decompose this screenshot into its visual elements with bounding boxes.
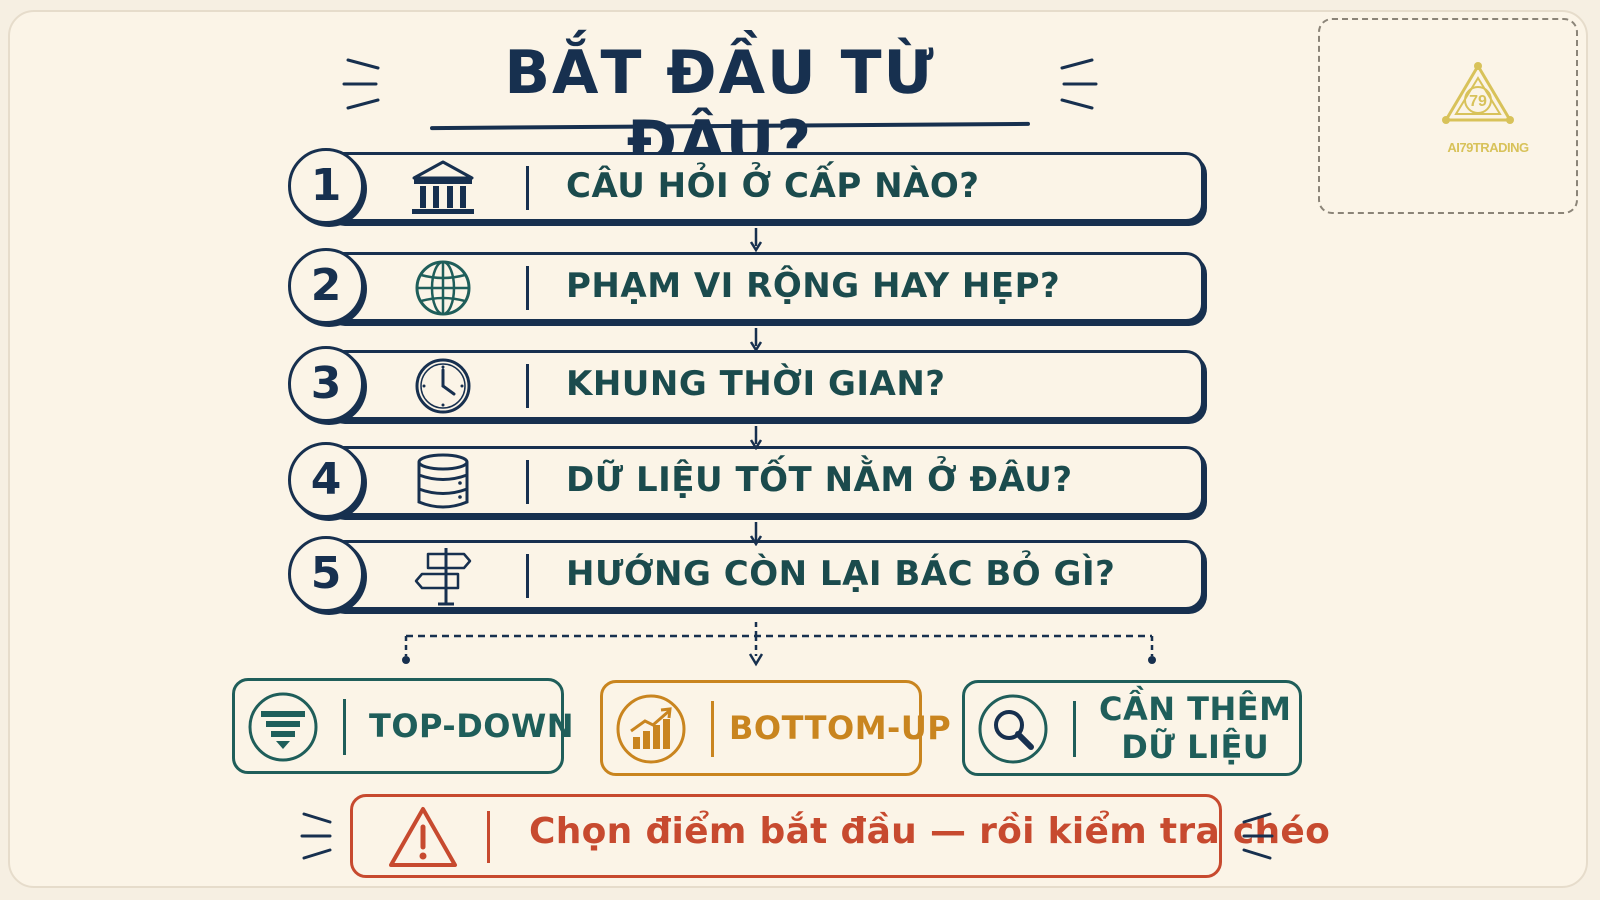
step-5: 5 HƯỚNG CÒN LẠI BÁC BỎ GÌ? (288, 536, 1208, 614)
warning-box: Chọn điểm bắt đầu — rồi kiểm tra chéo (350, 794, 1330, 878)
logo-mark-icon: 79 (1442, 62, 1514, 124)
arrow-down-icon (749, 522, 763, 546)
step-separator (526, 266, 529, 310)
step-separator (526, 166, 529, 210)
step-bar (324, 540, 1204, 610)
logo-box: 79 (1318, 18, 1578, 214)
bank-icon (412, 160, 474, 214)
outcome-separator (1073, 701, 1076, 757)
step-2: 2 PHẠM VI RỘNG HAY HẸP? (288, 248, 1208, 326)
title-area: BẮT ĐẦU TỪ ĐÂU? (342, 28, 1100, 178)
magnifier-icon (978, 694, 1048, 764)
step-number: 3 (288, 346, 364, 422)
branch-connector (402, 622, 1156, 667)
right-emphasis-lines (1050, 46, 1100, 116)
outcome-bottom-up: BOTTOM-UP (600, 680, 951, 776)
step-bar (324, 446, 1204, 516)
step-label: KHUNG THỜI GIAN? (566, 364, 946, 404)
warning-separator (487, 811, 490, 863)
step-number: 2 (288, 248, 364, 324)
step-separator (526, 460, 529, 504)
warning-left-lines (298, 806, 338, 866)
step-label: PHẠM VI RỘNG HAY HẸP? (566, 266, 1061, 306)
outcome-label: BOTTOM-UP (729, 709, 952, 747)
arrow-down-icon (749, 328, 763, 352)
step-bar (324, 252, 1204, 322)
outcome-separator (711, 701, 714, 757)
step-4: 4 DỮ LIỆU TỐT NẰM Ở ĐÂU? (288, 442, 1208, 520)
signpost-icon (414, 548, 472, 606)
warning-text: Chọn điểm bắt đầu — rồi kiểm tra chéo (529, 811, 1331, 852)
globe-icon (415, 260, 471, 316)
step-number: 4 (288, 442, 364, 518)
growth-chart-icon (616, 694, 686, 764)
step-label: DỮ LIỆU TỐT NẰM Ở ĐÂU? (566, 460, 1073, 500)
outcome-need-more-data: CẦN THÊM DỮ LIỆU (962, 680, 1302, 776)
warning-right-lines (1236, 806, 1276, 866)
logo-text: AI79TRADING (1447, 140, 1529, 155)
database-icon (417, 453, 469, 509)
outcome-label: CẦN THÊM DỮ LIỆU (1099, 683, 1291, 773)
step-3: 3 KHUNG THỜI GIAN? (288, 346, 1208, 424)
step-label: HƯỚNG CÒN LẠI BÁC BỎ GÌ? (566, 554, 1116, 594)
step-bar (324, 350, 1204, 420)
outcome-label-line-1: CẦN THÊM (1099, 690, 1292, 728)
step-number: 1 (288, 148, 364, 224)
funnel-icon (248, 692, 318, 762)
outcome-top-down: TOP-DOWN (232, 678, 574, 774)
arrow-down-icon (749, 228, 763, 252)
arrow-down-icon (749, 426, 763, 450)
outcome-separator (343, 699, 346, 755)
warning-icon (389, 807, 457, 867)
step-separator (526, 554, 529, 598)
step-number: 5 (288, 536, 364, 612)
step-label: CÂU HỎI Ở CẤP NÀO? (566, 166, 980, 206)
step-1: 1 CÂU HỎI Ở CẤP NÀO? (288, 148, 1208, 226)
outcome-label-line-2: DỮ LIỆU (1121, 728, 1270, 766)
left-emphasis-lines (340, 46, 390, 116)
step-separator (526, 364, 529, 408)
clock-icon (415, 358, 471, 414)
svg-text:79: 79 (1469, 93, 1487, 110)
outcome-label: TOP-DOWN (369, 707, 575, 745)
